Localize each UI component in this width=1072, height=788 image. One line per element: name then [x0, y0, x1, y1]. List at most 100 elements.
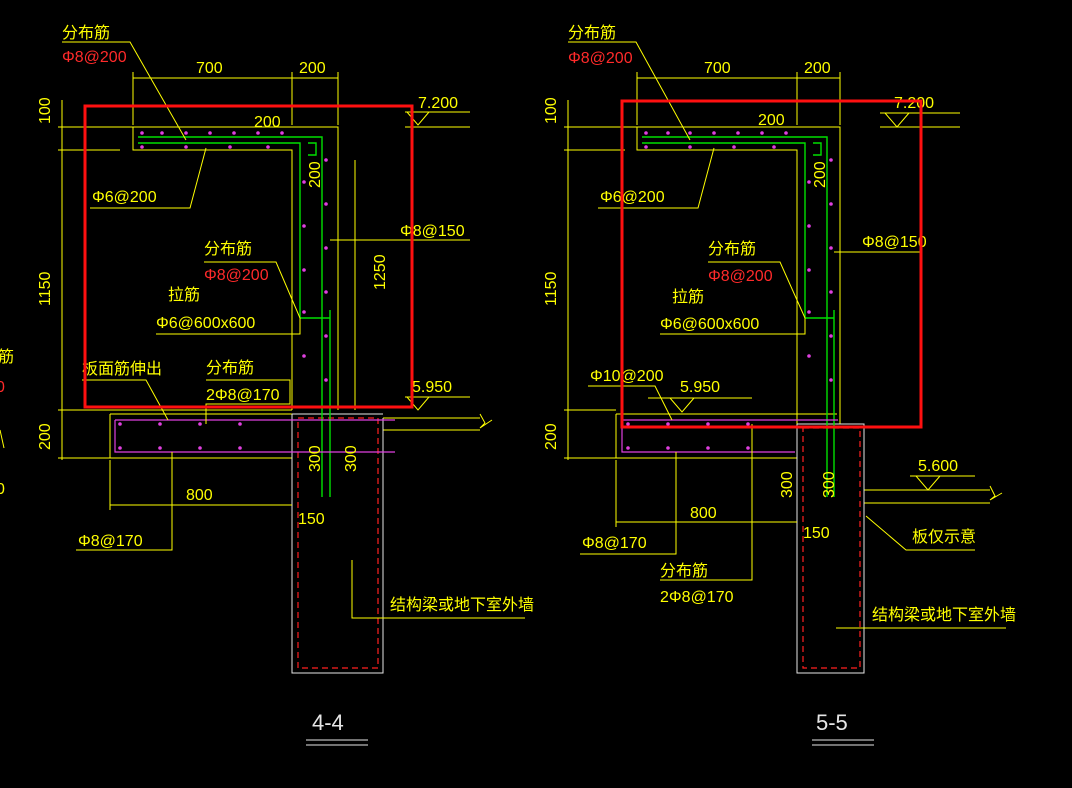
label-4-4-tie-spec: Φ6@600x600: [156, 315, 255, 332]
dim-4-4-200-top: 200: [299, 60, 326, 77]
dist-4-4-slab-bot: [114, 420, 395, 453]
highlight-box-5-5: [620, 99, 923, 429]
dot: [302, 180, 306, 184]
dot: [324, 334, 328, 338]
dot: [266, 145, 270, 149]
dot: [140, 145, 144, 149]
dot: [829, 202, 833, 206]
elev-mark-top-4-4: [406, 111, 430, 126]
label-4-4-wall: 结构梁或地下室外墙: [390, 596, 534, 614]
dot: [140, 131, 144, 135]
dot: [324, 158, 328, 162]
outline-5-5-inner: [636, 127, 798, 424]
label-5-5-dist-mid-spec: Φ8@200: [708, 268, 773, 285]
label-5-5-wall: 结构梁或地下室外墙: [872, 606, 1016, 624]
wall-4-4-dashed: [297, 417, 379, 669]
label-5-5-phi8-170: Φ8@170: [582, 535, 647, 552]
elev-mark-top-5-5: [884, 112, 910, 128]
label-4-4-dist-mid: 分布筋: [204, 240, 252, 258]
dim-4-4-200-slab: 200: [37, 423, 54, 450]
dim-4-4-300-b: 300: [343, 445, 360, 472]
dot: [158, 422, 162, 426]
dim-5-5-200-slab: 200: [543, 423, 560, 450]
dot: [666, 131, 670, 135]
dot: [688, 145, 692, 149]
dot: [324, 202, 328, 206]
dot: [829, 334, 833, 338]
dim-5-5-800: 800: [690, 505, 717, 522]
dim-4-4-200-wall: 200: [307, 161, 324, 188]
dot: [688, 131, 692, 135]
dot: [302, 224, 306, 228]
label-5-5-phi6: Φ6@200: [600, 189, 665, 206]
dot: [324, 290, 328, 294]
label-4-4-dist-top: 分布筋: [62, 24, 110, 42]
label-4-4-slab-out: 板面筋伸出: [82, 360, 162, 378]
dim-5-5-300-a: 300: [779, 471, 796, 498]
dim-4-4-1150: 1150: [37, 271, 54, 306]
break-5-5: [989, 485, 1003, 501]
elev-4-4-slab: 5.950: [412, 379, 452, 396]
dot: [160, 131, 164, 135]
dot: [184, 131, 188, 135]
leader-5-5-phi10: [588, 385, 673, 421]
dot: [829, 158, 833, 162]
label-5-5-dist-low-spec: 2Φ8@170: [660, 589, 734, 606]
left-partial-text-1: 筋: [0, 348, 14, 366]
dot: [280, 131, 284, 135]
elev-5-5-top: 7.200: [894, 95, 934, 112]
dim-4-4-700: 700: [196, 60, 223, 77]
label-5-5-dist-mid: 分布筋: [708, 240, 756, 258]
elev-mark-low-5-5: [915, 475, 941, 491]
dot: [807, 310, 811, 314]
label-5-5-tie: 拉筋: [672, 288, 704, 306]
dot: [644, 145, 648, 149]
dot: [158, 446, 162, 450]
leader-5-5-phi8-170: [580, 452, 677, 555]
dot: [666, 422, 670, 426]
dot: [238, 446, 242, 450]
leader-4-4-dist-mid: [204, 261, 301, 319]
leader-5-5-dist-top: [568, 41, 691, 141]
outline-4-4-inner: [132, 127, 293, 410]
rebar-5-5-inner: [642, 142, 806, 318]
label-5-5-phi8-150: Φ8@150: [862, 234, 927, 251]
rebar-4-4-outer: [138, 136, 323, 497]
dot: [829, 378, 833, 382]
dot: [760, 131, 764, 135]
label-5-5-dist-top-spec: Φ8@200: [568, 50, 633, 67]
outline-4-4-upper: [133, 126, 339, 410]
dot: [324, 246, 328, 250]
dim-4-4-800: 800: [186, 487, 213, 504]
label-4-4-phi6: Φ6@200: [92, 189, 157, 206]
label-4-4-dist-low: 分布筋: [206, 359, 254, 377]
left-partial-text-2: 0: [0, 379, 5, 396]
dist-dots-4-4: [118, 131, 328, 450]
rebar-5-5-hook: [813, 142, 822, 156]
dot: [198, 422, 202, 426]
rebar-5-5-outer: [642, 136, 828, 497]
dot: [807, 180, 811, 184]
leader-4-4-phi6: [90, 147, 207, 209]
dot: [256, 131, 260, 135]
dot: [746, 446, 750, 450]
elev-5-5-low: 5.600: [918, 458, 958, 475]
dim-5-5-700: 700: [704, 60, 731, 77]
dot: [706, 422, 710, 426]
highlight-box-4-4: [83, 104, 414, 409]
dot: [302, 310, 306, 314]
dim-5-5-150: 150: [803, 525, 830, 542]
section-title-4-4: 4-4: [312, 710, 344, 735]
dim-5-5-100: 100: [543, 97, 560, 124]
label-5-5-slab-note: 板仅示意: [912, 527, 976, 546]
leader-5-5-phi6: [598, 147, 715, 209]
dot: [302, 354, 306, 358]
label-5-5-dist-low: 分布筋: [660, 562, 708, 580]
dot: [712, 131, 716, 135]
section-4-4: 700 200 200 100 1150 200 1250 200 800 30…: [37, 24, 534, 746]
label-5-5-dist-top: 分布筋: [568, 24, 616, 42]
label-4-4-phi8-170: Φ8@170: [78, 533, 143, 550]
leader-4-4-wall: [351, 560, 525, 619]
dim-4-4-1250: 1250: [372, 254, 389, 290]
dot: [732, 145, 736, 149]
